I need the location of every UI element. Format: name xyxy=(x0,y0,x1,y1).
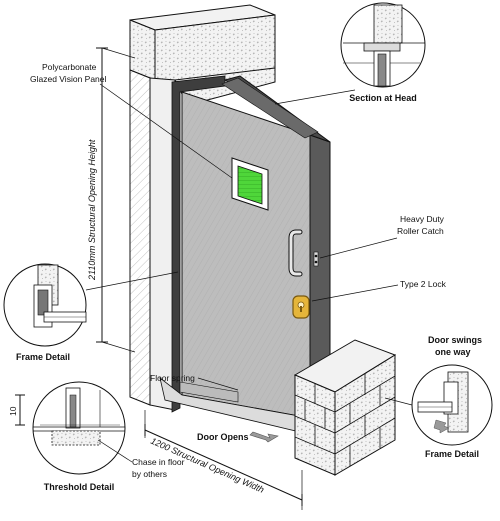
door-opens-label: Door Opens xyxy=(197,432,249,442)
door-swings-label-line1: Door swings xyxy=(428,335,482,345)
dim-10: 10 xyxy=(8,394,25,426)
head-lintel xyxy=(129,4,276,103)
door-opens-arrow xyxy=(249,431,279,443)
floor-spring-label: Floor spring xyxy=(150,373,195,383)
frame-detail-left: Frame Detail xyxy=(3,263,179,362)
threshold-detail-label: Threshold Detail xyxy=(44,482,115,492)
height-dimension: 2110mm Structural Opening Height xyxy=(87,47,136,353)
pull-handle xyxy=(288,229,303,277)
door-swings-callout: Door swings one way xyxy=(428,335,482,357)
frame-detail-right-label: Frame Detail xyxy=(425,449,479,459)
type2-lock-label: Type 2 Lock xyxy=(400,279,447,289)
height-dimension-label: 2110mm Structural Opening Height xyxy=(87,139,97,281)
door-swings-label-line2: one way xyxy=(435,347,471,357)
chase-label-line1: Chase in floor xyxy=(132,457,185,467)
section-at-head-label: Section at Head xyxy=(349,93,417,103)
section-at-head-detail: Section at Head xyxy=(274,2,426,105)
vision-panel-label-line1: Polycarbonate xyxy=(42,62,97,72)
roller-catch-label-line1: Heavy Duty xyxy=(400,214,445,224)
floor-spring-callout: Floor spring xyxy=(150,373,239,391)
dim-10-label: 10 xyxy=(8,406,18,416)
roller-catch-callout: Heavy Duty Roller Catch xyxy=(319,214,445,259)
frame-detail-left-label: Frame Detail xyxy=(16,352,70,362)
chase-callout: Chase in floor by others xyxy=(97,439,185,479)
roller-catch-label-line2: Roller Catch xyxy=(397,226,444,236)
door-opens-callout: Door Opens xyxy=(197,432,249,442)
vision-panel-callout: Polycarbonate Glazed Vision Panel xyxy=(30,62,233,179)
threshold-detail: Threshold Detail xyxy=(32,381,126,492)
frame-detail-right: Frame Detail xyxy=(384,364,493,459)
door-frame xyxy=(171,75,226,413)
roller-catch xyxy=(313,251,319,267)
chase-label-line2: by others xyxy=(132,469,167,479)
vision-panel-label-line2: Glazed Vision Panel xyxy=(30,74,107,84)
right-brick-wall xyxy=(293,339,397,476)
type2-lock-callout: Type 2 Lock xyxy=(311,279,447,302)
vision-panel xyxy=(231,157,269,211)
door-leaf xyxy=(181,75,331,420)
type2-lock xyxy=(292,295,310,319)
left-jamb-wall xyxy=(129,69,176,411)
